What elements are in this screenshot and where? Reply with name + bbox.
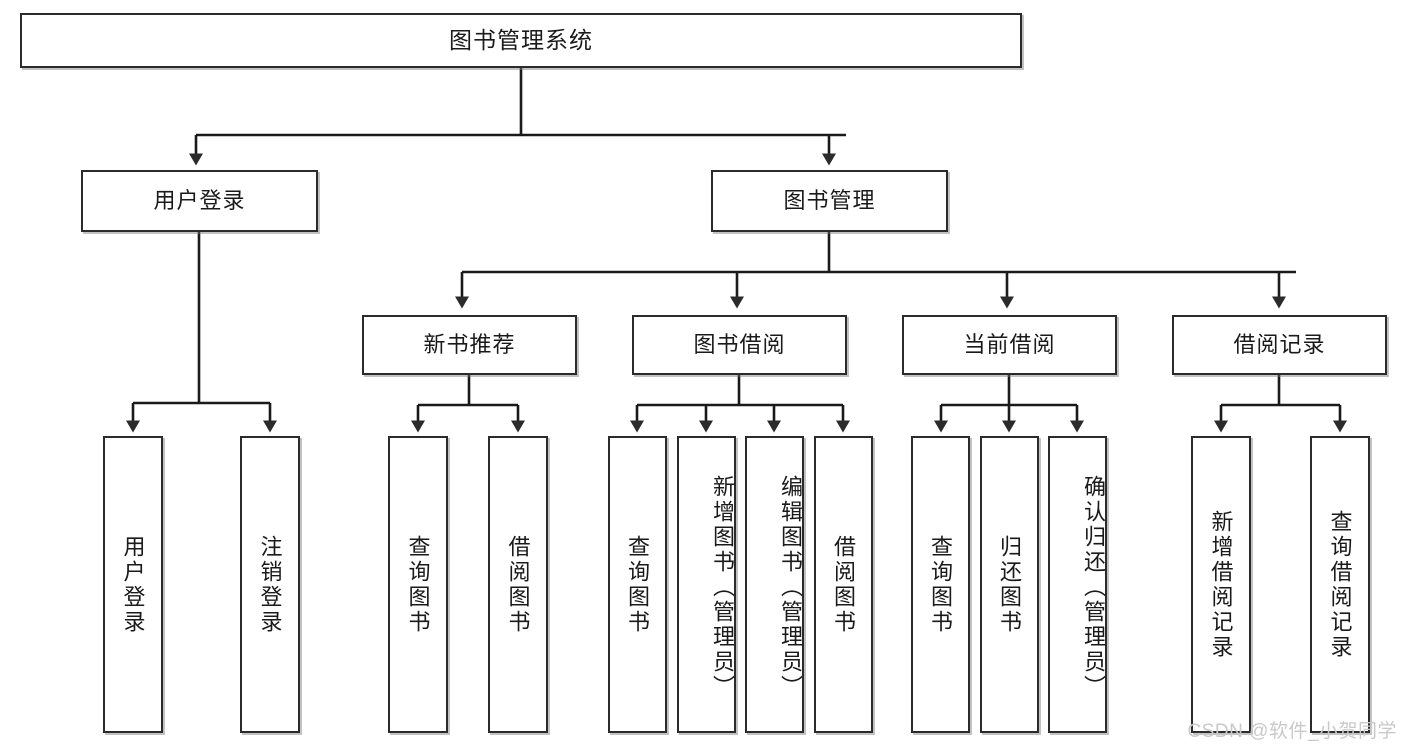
watermark: CSDN @软件_小贺同学 — [1187, 721, 1397, 742]
node-label: 注销登录 — [257, 534, 283, 635]
leaf-query-book-2[interactable]: 查询图书 — [608, 436, 667, 733]
node-label: 新增图书（管理员） — [710, 475, 735, 700]
leaf-return-book[interactable]: 归还图书 — [980, 436, 1039, 733]
node-label: 查询图书 — [928, 534, 954, 635]
node-label: 用户登录 — [153, 187, 246, 213]
node-book-manage[interactable]: 图书管理 — [711, 170, 948, 232]
node-label: 借阅图书 — [831, 534, 857, 635]
node-label: 图书管理 — [783, 187, 876, 213]
leaf-confirm-return[interactable]: 确认归还（管理员） — [1048, 436, 1107, 733]
leaf-add-record[interactable]: 新增借阅记录 — [1191, 436, 1251, 733]
node-borrow-record[interactable]: 借阅记录 — [1172, 315, 1387, 375]
node-label: 用户登录 — [120, 534, 146, 635]
node-user-login[interactable]: 用户登录 — [81, 170, 318, 232]
node-root-book-management-system[interactable]: 图书管理系统 — [20, 13, 1022, 68]
node-label: 新增借阅记录 — [1208, 509, 1234, 660]
node-label: 图书借阅 — [693, 331, 786, 357]
node-label: 编辑图书（管理员） — [778, 475, 803, 700]
leaf-borrow-book-2[interactable]: 借阅图书 — [814, 436, 873, 733]
leaf-query-book-3[interactable]: 查询图书 — [911, 436, 970, 733]
node-label: 归还图书 — [997, 534, 1023, 635]
leaf-add-book[interactable]: 新增图书（管理员） — [677, 436, 736, 733]
node-label: 查询图书 — [405, 534, 431, 635]
leaf-edit-book[interactable]: 编辑图书（管理员） — [745, 436, 804, 733]
node-label: 查询借阅记录 — [1327, 509, 1353, 660]
node-book-borrow[interactable]: 图书借阅 — [632, 315, 847, 375]
node-label: 当前借阅 — [963, 331, 1056, 357]
node-new-book-recommend[interactable]: 新书推荐 — [362, 315, 577, 375]
leaf-logout-login[interactable]: 注销登录 — [240, 436, 300, 733]
node-label: 图书管理系统 — [449, 26, 593, 53]
node-label: 新书推荐 — [423, 331, 516, 357]
leaf-query-book-1[interactable]: 查询图书 — [388, 436, 448, 733]
leaf-user-login[interactable]: 用户登录 — [103, 436, 163, 733]
node-label: 借阅记录 — [1233, 331, 1326, 357]
node-label: 确认归还（管理员） — [1081, 475, 1106, 700]
leaf-query-record[interactable]: 查询借阅记录 — [1310, 436, 1370, 733]
leaf-borrow-book-1[interactable]: 借阅图书 — [488, 436, 548, 733]
node-label: 查询图书 — [625, 534, 651, 635]
node-label: 借阅图书 — [505, 534, 531, 635]
node-current-borrow[interactable]: 当前借阅 — [902, 315, 1117, 375]
